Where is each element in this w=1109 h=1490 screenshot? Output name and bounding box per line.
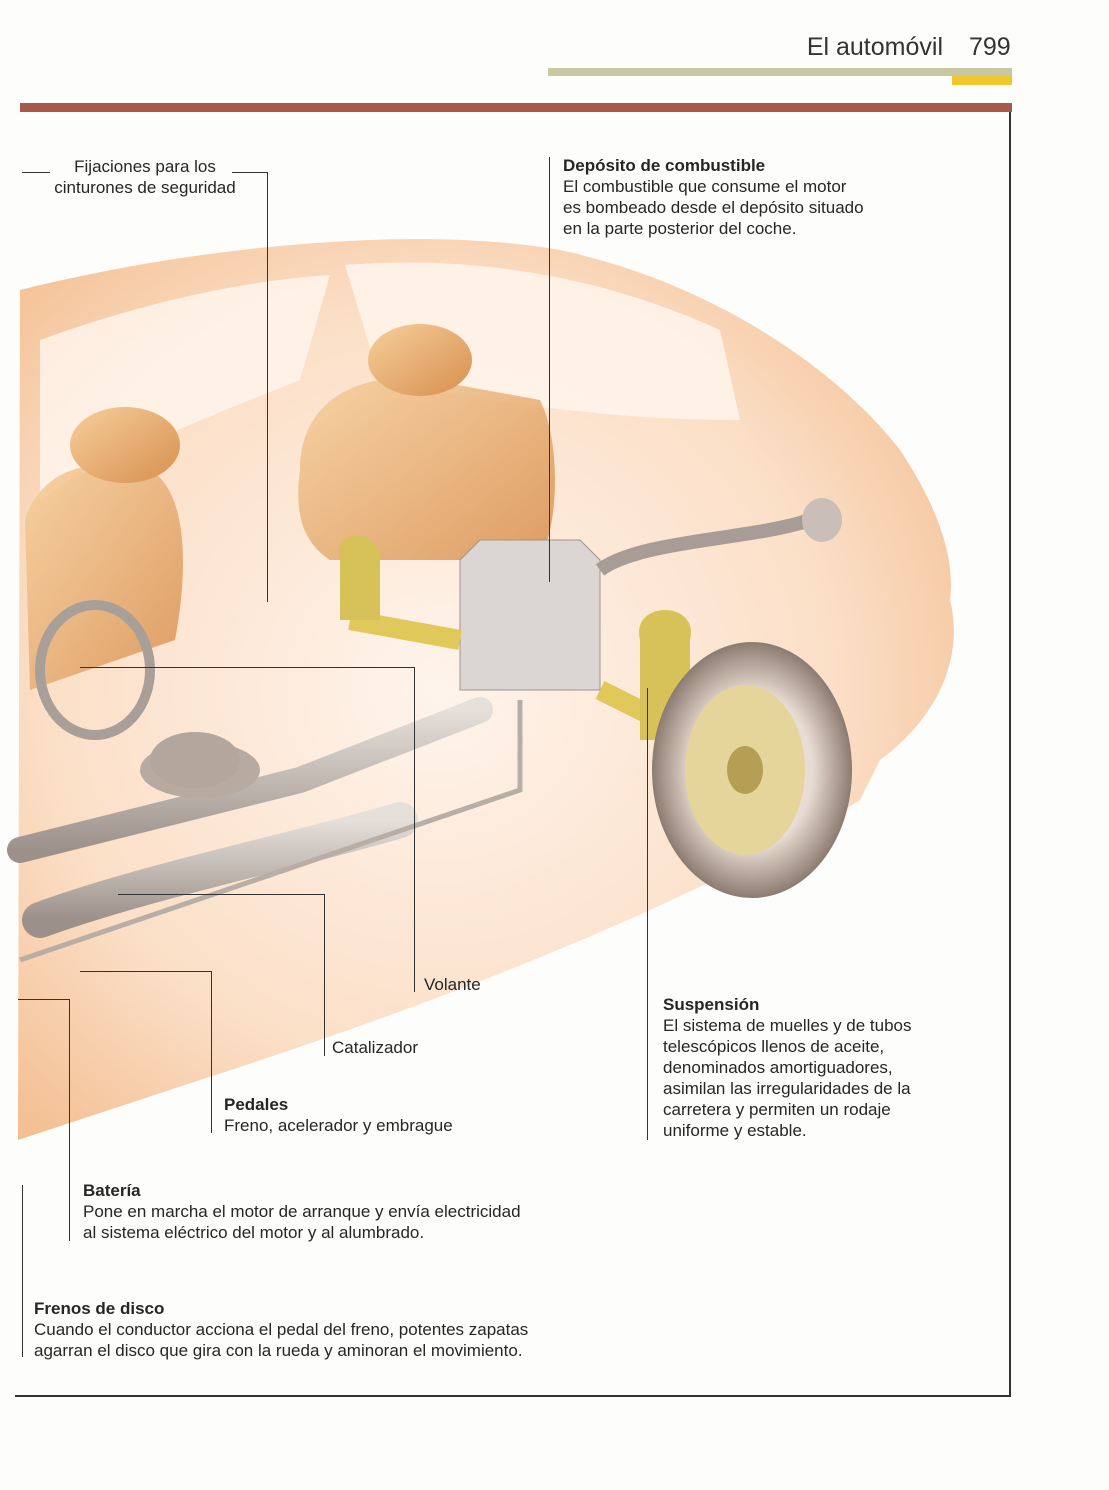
steering-wheel-label: Volante bbox=[424, 975, 481, 994]
seatbelt-label: Fijaciones para los cinturones de seguri… bbox=[54, 157, 236, 197]
frame-bottom-border bbox=[15, 1395, 1011, 1397]
catalyst-leader-line bbox=[324, 894, 325, 1056]
red-bar bbox=[20, 103, 1012, 112]
battery-leader-line bbox=[69, 999, 70, 1241]
pedals-leader-line bbox=[80, 971, 211, 972]
chapter-title: El automóvil bbox=[806, 33, 943, 61]
battery-label: Batería Pone en marcha el motor de arran… bbox=[83, 1181, 521, 1242]
seatbelt-leader-line bbox=[267, 172, 268, 602]
pedals-label: Pedales Freno, acelerador y embrague bbox=[224, 1095, 453, 1135]
fuel-tank-label: Depósito de combustible El combustible q… bbox=[563, 156, 864, 238]
yellow-bar bbox=[952, 76, 1012, 85]
pedals-leader-line bbox=[211, 971, 212, 1133]
fuel-tank-leader-line bbox=[549, 157, 550, 582]
suspension-label: Suspensión El sistema de muelles y de tu… bbox=[663, 995, 912, 1140]
catalyst-leader-line bbox=[118, 894, 324, 895]
suspension-leader-line bbox=[647, 688, 648, 1140]
catalyst-label: Catalizador bbox=[332, 1038, 418, 1057]
fuel-tank bbox=[459, 498, 842, 691]
seatbelt-leader-line bbox=[22, 172, 50, 173]
disc-brakes-label: Frenos de disco Cuando el conductor acci… bbox=[34, 1299, 529, 1360]
axle bbox=[338, 535, 691, 740]
battery-leader-line bbox=[18, 999, 69, 1000]
rear-seat bbox=[298, 324, 555, 560]
rear-wheel bbox=[652, 642, 852, 898]
steering-wheel-leader-line bbox=[80, 667, 414, 668]
steering-wheel-leader-line bbox=[414, 667, 415, 992]
seatbelt-leader-line bbox=[232, 172, 268, 173]
olive-bar bbox=[548, 68, 1012, 76]
frame-right-border bbox=[1009, 112, 1011, 1397]
disc-brakes-leader-line bbox=[22, 1185, 23, 1357]
page-number: 799 bbox=[969, 33, 1011, 61]
steering-wheel bbox=[35, 600, 240, 788]
